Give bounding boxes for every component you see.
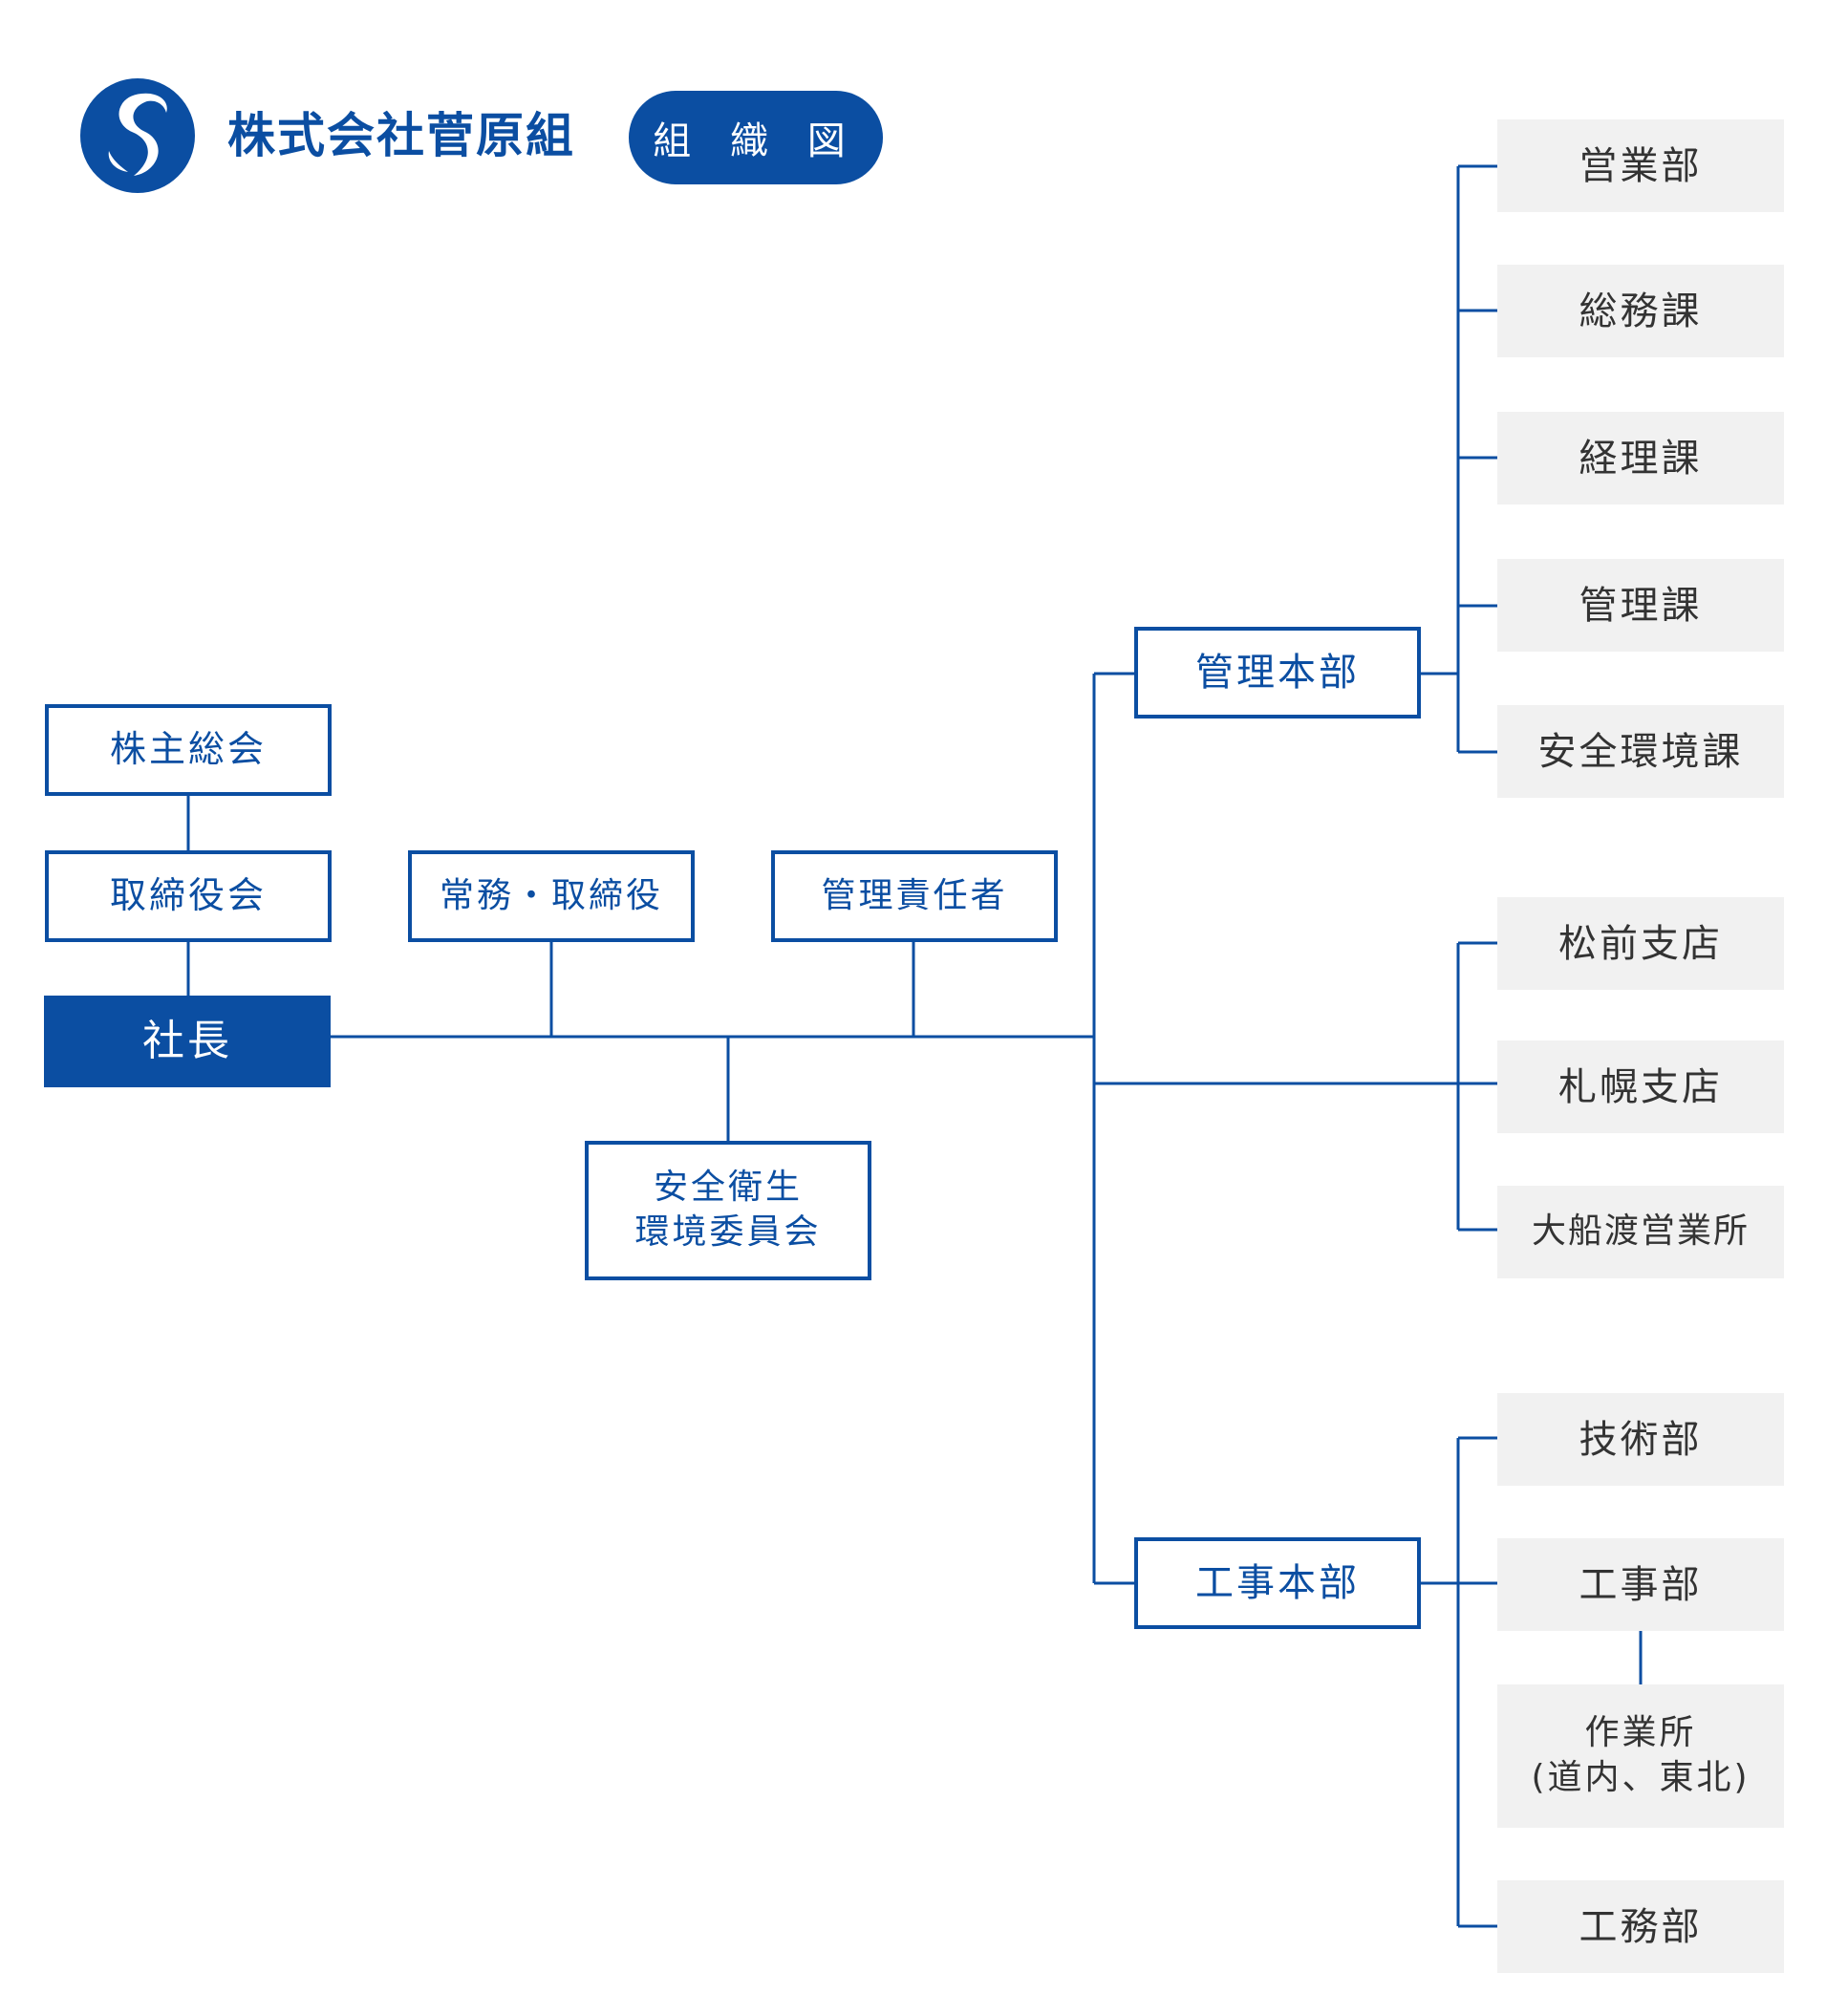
chart-title-badge: 組 織 図 (629, 91, 883, 184)
worksite: 作業所 (道内、東北) (1497, 1684, 1784, 1828)
node-admin-hq: 管理本部 (1134, 627, 1421, 718)
branch-matsumae: 松前支店 (1497, 897, 1784, 990)
node-label: 工事本部 (1195, 1561, 1360, 1605)
node-label: 管理責任者 (821, 875, 1008, 915)
node-label-line2: (道内、東北) (1531, 1758, 1751, 1797)
node-label: 社長 (142, 1017, 232, 1066)
node-managing-director: 常務・取締役 (408, 850, 695, 942)
dept-general-affairs: 総務課 (1497, 265, 1784, 357)
node-label: 取締役会 (109, 874, 267, 917)
dept-management: 管理課 (1497, 559, 1784, 652)
node-manager-in-charge: 管理責任者 (771, 850, 1058, 942)
dept-technical: 技術部 (1497, 1393, 1784, 1486)
node-label: 工務部 (1579, 1904, 1703, 1949)
node-label: 管理本部 (1195, 651, 1360, 695)
node-label: 管理課 (1579, 583, 1703, 628)
node-label: 株主総会 (109, 728, 267, 771)
node-label-line1: 安全衛生 (653, 1168, 803, 1208)
node-label-line2: 環境委員会 (634, 1212, 822, 1252)
node-board-of-directors: 取締役会 (45, 850, 332, 942)
dept-works: 工務部 (1497, 1880, 1784, 1973)
node-label: 総務課 (1579, 289, 1703, 333)
node-label: 安全環境課 (1537, 729, 1744, 774)
branch-sapporo: 札幌支店 (1497, 1040, 1784, 1133)
node-label: 経理課 (1579, 436, 1703, 481)
node-safety-committee: 安全衛生 環境委員会 (585, 1141, 871, 1280)
company-name: 株式会社菅原組 (227, 108, 575, 163)
node-label: 札幌支店 (1558, 1064, 1723, 1109)
branch-ofunato: 大船渡営業所 (1497, 1186, 1784, 1278)
node-president: 社長 (44, 996, 331, 1087)
node-label-line1: 作業所 (1584, 1713, 1697, 1753)
dept-accounting: 経理課 (1497, 412, 1784, 504)
node-shareholders-meeting: 株主総会 (45, 704, 332, 796)
node-construction-hq: 工事本部 (1134, 1537, 1421, 1629)
node-label: 工事部 (1579, 1562, 1703, 1607)
company-logo-icon (80, 78, 195, 193)
node-label: 技術部 (1579, 1417, 1703, 1462)
node-label: 松前支店 (1558, 921, 1723, 966)
dept-construction: 工事部 (1497, 1538, 1784, 1631)
node-label: 大船渡営業所 (1531, 1212, 1750, 1252)
node-label: 常務・取締役 (439, 875, 663, 915)
node-label: 営業部 (1579, 143, 1703, 188)
dept-safety-environment: 安全環境課 (1497, 705, 1784, 798)
dept-sales: 営業部 (1497, 119, 1784, 212)
